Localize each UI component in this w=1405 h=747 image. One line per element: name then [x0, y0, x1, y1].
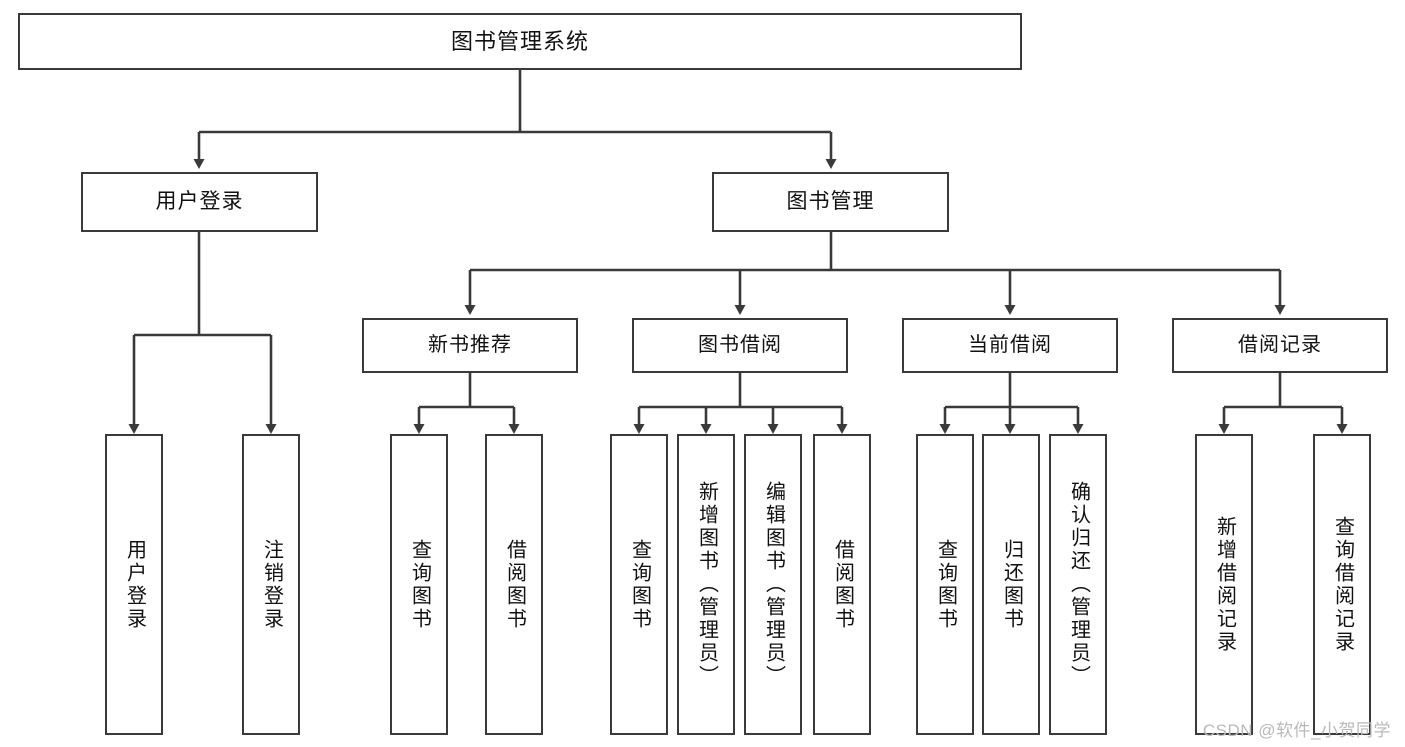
- node-leaf-query-book-3-label: 查询图书: [934, 538, 957, 631]
- node-leaf-borrow-book-1-label: 借阅图书: [503, 538, 526, 631]
- node-leaf-edit-book-label: 编辑图书（管理员）: [762, 481, 785, 688]
- node-leaf-borrow-book-2[interactable]: 借阅图书: [813, 434, 871, 735]
- node-user-login[interactable]: 用户登录: [81, 172, 318, 232]
- node-leaf-return-book[interactable]: 归还图书: [982, 434, 1040, 735]
- node-leaf-query-record[interactable]: 查询借阅记录: [1313, 434, 1371, 735]
- node-borrow-record-label: 借阅记录: [1238, 333, 1322, 356]
- node-leaf-query-book-2[interactable]: 查询图书: [610, 434, 668, 735]
- node-leaf-add-book-label: 新增图书（管理员）: [695, 481, 718, 688]
- node-leaf-add-record[interactable]: 新增借阅记录: [1195, 434, 1253, 735]
- node-leaf-query-book-1-label: 查询图书: [408, 538, 431, 631]
- node-root-label: 图书管理系统: [450, 28, 589, 54]
- node-new-book-recommend[interactable]: 新书推荐: [362, 318, 578, 373]
- node-leaf-edit-book[interactable]: 编辑图书（管理员）: [744, 434, 802, 735]
- csdn-watermark: CSDN @软件_小贺同学: [1202, 721, 1391, 740]
- node-leaf-add-book[interactable]: 新增图书（管理员）: [677, 434, 735, 735]
- node-user-login-label: 用户登录: [155, 189, 244, 213]
- node-current-borrow[interactable]: 当前借阅: [902, 318, 1118, 373]
- node-leaf-user-logout-label: 注销登录: [260, 538, 283, 631]
- node-book-manage[interactable]: 图书管理: [712, 172, 949, 232]
- node-leaf-borrow-book-1[interactable]: 借阅图书: [485, 434, 543, 735]
- node-book-borrow-label: 图书借阅: [698, 333, 782, 356]
- node-leaf-add-record-label: 新增借阅记录: [1213, 515, 1236, 654]
- node-leaf-return-book-label: 归还图书: [1000, 538, 1023, 631]
- node-leaf-confirm-return-label: 确认归还（管理员）: [1067, 481, 1090, 688]
- node-leaf-user-login[interactable]: 用户登录: [105, 434, 163, 735]
- node-leaf-query-book-3[interactable]: 查询图书: [916, 434, 974, 735]
- node-new-book-recommend-label: 新书推荐: [428, 333, 512, 356]
- node-leaf-query-record-label: 查询借阅记录: [1331, 515, 1354, 654]
- node-leaf-borrow-book-2-label: 借阅图书: [831, 538, 854, 631]
- node-leaf-query-book-1[interactable]: 查询图书: [390, 434, 448, 735]
- node-leaf-query-book-2-label: 查询图书: [628, 538, 651, 631]
- node-current-borrow-label: 当前借阅: [968, 333, 1052, 356]
- node-leaf-user-login-label: 用户登录: [123, 538, 146, 631]
- node-leaf-user-logout[interactable]: 注销登录: [242, 434, 300, 735]
- node-book-borrow[interactable]: 图书借阅: [632, 318, 848, 373]
- node-book-manage-label: 图书管理: [786, 189, 875, 213]
- node-borrow-record[interactable]: 借阅记录: [1172, 318, 1388, 373]
- node-root[interactable]: 图书管理系统: [18, 13, 1022, 70]
- node-leaf-confirm-return[interactable]: 确认归还（管理员）: [1049, 434, 1107, 735]
